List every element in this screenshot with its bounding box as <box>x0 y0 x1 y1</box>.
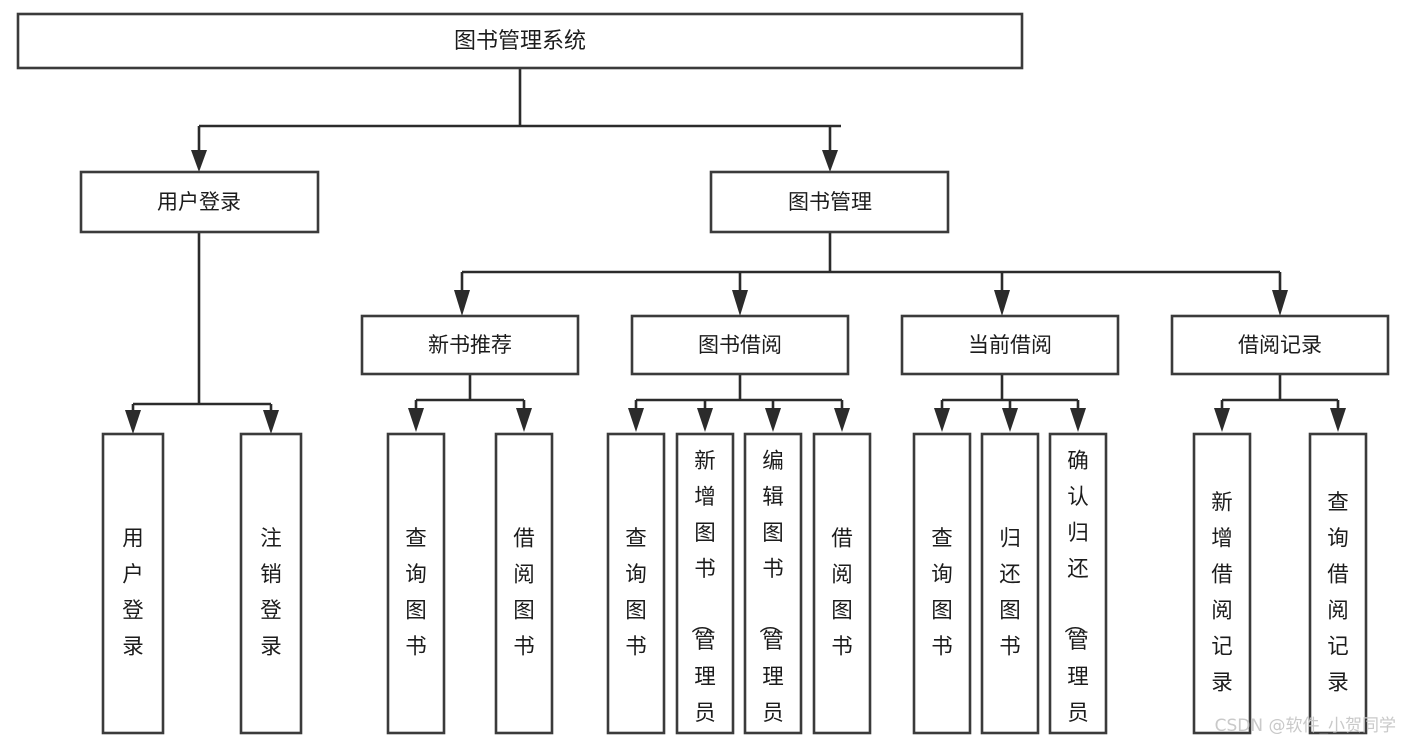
node-borrow-record-label: 借阅记录 <box>1238 333 1322 357</box>
arrowhead-leaf-edit-book <box>765 408 781 432</box>
node-leaf-borrow-book-2-label: 借阅图书 <box>831 527 853 660</box>
arrowhead-leaf-add-record <box>1214 408 1230 432</box>
node-leaf-confirm-return[interactable]: 确认归还（管理员） <box>1048 432 1108 747</box>
node-root[interactable]: 图书管理系统 <box>16 12 1024 70</box>
arrowhead-leaf-user-logout <box>263 410 279 434</box>
watermark-label: CSDN @软件_小贺同学 <box>1215 716 1396 736</box>
node-book-management-label: 图书管理 <box>788 190 872 214</box>
node-leaf-add-record[interactable]: 新增借阅记录 <box>1192 432 1252 735</box>
node-current-borrow-box[interactable] <box>900 314 1120 376</box>
node-new-book-recommend[interactable]: 新书推荐 <box>360 314 580 376</box>
node-leaf-user-logout[interactable]: 注销登录 <box>239 432 303 735</box>
node-book-management[interactable]: 图书管理 <box>709 170 950 234</box>
connector-layer <box>125 68 1346 434</box>
node-leaf-confirm-return-label: 确认归还（管理员） <box>1061 449 1089 747</box>
node-book-borrow-label: 图书借阅 <box>698 333 782 357</box>
node-leaf-return-book[interactable]: 归还图书 <box>980 432 1040 735</box>
node-new-book-recommend-box[interactable] <box>360 314 580 376</box>
node-leaf-user-logout-label: 注销登录 <box>260 527 282 660</box>
arrowhead-book-borrow <box>732 290 748 316</box>
node-borrow-record-box[interactable] <box>1170 314 1390 376</box>
node-leaf-borrow-book-1-box[interactable] <box>494 432 554 735</box>
arrowhead-leaf-query-book-1 <box>408 408 424 432</box>
node-leaf-user-login[interactable]: 用户登录 <box>101 432 165 735</box>
node-leaf-add-book-label: 新增图书（管理员） <box>688 449 716 747</box>
arrowhead-leaf-borrow-book-2 <box>834 408 850 432</box>
node-leaf-add-book[interactable]: 新增图书（管理员） <box>675 432 735 747</box>
node-leaf-edit-book-box[interactable] <box>743 432 803 735</box>
node-user-login-box[interactable] <box>79 170 320 234</box>
arrowhead-new-book-recommend <box>454 290 470 316</box>
node-leaf-borrow-book-1[interactable]: 借阅图书 <box>494 432 554 735</box>
arrowhead-user-login <box>191 150 207 172</box>
node-leaf-add-record-box[interactable] <box>1192 432 1252 735</box>
node-leaf-query-book-3[interactable]: 查询图书 <box>912 432 972 735</box>
arrowhead-leaf-confirm-return <box>1070 408 1086 432</box>
arrowhead-leaf-borrow-book-1 <box>516 408 532 432</box>
arrowhead-leaf-user-login <box>125 410 141 434</box>
node-new-book-recommend-label: 新书推荐 <box>428 333 512 357</box>
node-leaf-return-book-box[interactable] <box>980 432 1040 735</box>
node-leaf-edit-book-label: 编辑图书（管理员） <box>756 449 784 747</box>
node-leaf-add-record-label: 新增借阅记录 <box>1211 491 1233 696</box>
node-leaf-confirm-return-box[interactable] <box>1048 432 1108 735</box>
arrowhead-current-borrow <box>994 290 1010 316</box>
node-leaf-user-logout-box[interactable] <box>239 432 303 735</box>
node-leaf-query-record[interactable]: 查询借阅记录 <box>1308 432 1368 735</box>
node-leaf-borrow-book-2[interactable]: 借阅图书 <box>812 432 872 735</box>
arrowhead-leaf-return-book <box>1002 408 1018 432</box>
node-current-borrow[interactable]: 当前借阅 <box>900 314 1120 376</box>
node-root-box[interactable] <box>16 12 1024 70</box>
node-leaf-user-login-label: 用户登录 <box>122 527 144 660</box>
arrowhead-leaf-add-book <box>697 408 713 432</box>
node-leaf-query-book-2-label: 查询图书 <box>625 527 647 660</box>
arrowhead-borrow-record <box>1272 290 1288 316</box>
arrowhead-leaf-query-record <box>1330 408 1346 432</box>
node-leaf-edit-book[interactable]: 编辑图书（管理员） <box>743 432 803 747</box>
arrowhead-leaf-query-book-2 <box>628 408 644 432</box>
node-leaf-query-book-2-box[interactable] <box>606 432 666 735</box>
node-current-borrow-label: 当前借阅 <box>968 333 1052 357</box>
node-leaf-query-book-1-box[interactable] <box>386 432 446 735</box>
arrowhead-book-management <box>822 150 838 172</box>
node-book-borrow-box[interactable] <box>630 314 850 376</box>
node-book-management-box[interactable] <box>709 170 950 234</box>
node-leaf-query-book-3-label: 查询图书 <box>931 527 953 660</box>
node-leaf-borrow-book-1-label: 借阅图书 <box>513 527 535 660</box>
node-leaf-query-book-2[interactable]: 查询图书 <box>606 432 666 735</box>
node-leaf-query-record-label: 查询借阅记录 <box>1327 491 1349 696</box>
node-leaf-add-book-box[interactable] <box>675 432 735 735</box>
node-leaf-return-book-label: 归还图书 <box>999 527 1021 660</box>
node-leaf-user-login-box[interactable] <box>101 432 165 735</box>
node-borrow-record[interactable]: 借阅记录 <box>1170 314 1390 376</box>
node-leaf-query-book-1-label: 查询图书 <box>405 527 427 660</box>
arrowhead-leaf-query-book-3 <box>934 408 950 432</box>
node-book-borrow[interactable]: 图书借阅 <box>630 314 850 376</box>
node-leaf-query-book-1[interactable]: 查询图书 <box>386 432 446 735</box>
node-leaf-query-book-3-box[interactable] <box>912 432 972 735</box>
node-leaf-query-record-box[interactable] <box>1308 432 1368 735</box>
node-user-login-label: 用户登录 <box>157 190 241 214</box>
node-leaf-borrow-book-2-box[interactable] <box>812 432 872 735</box>
node-user-login[interactable]: 用户登录 <box>79 170 320 234</box>
node-root-label: 图书管理系统 <box>454 29 586 54</box>
